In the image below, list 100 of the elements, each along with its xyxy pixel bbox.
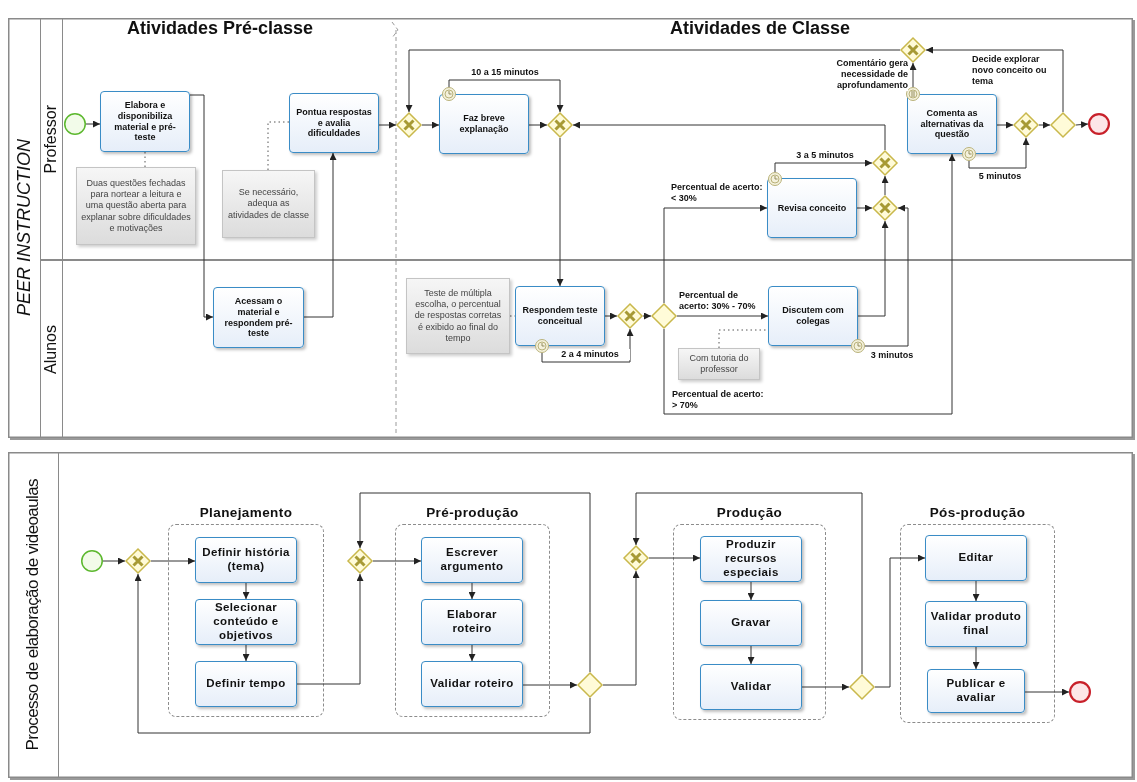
arrow bbox=[541, 328, 634, 363]
task-box: Respondem teste conceitual bbox=[515, 286, 605, 346]
task-box: Selecionar conteúdo e objetivos bbox=[195, 599, 297, 645]
arrow bbox=[150, 557, 196, 565]
task-box: Publicar e avaliar bbox=[927, 669, 1025, 713]
arrow bbox=[189, 94, 214, 321]
exclusive-gateway-diamond bbox=[900, 37, 926, 63]
task-box: Produzir recursos especiais bbox=[700, 536, 802, 582]
exclusive-gateway-diamond bbox=[617, 303, 643, 329]
arrow bbox=[242, 582, 250, 600]
arrow bbox=[85, 120, 101, 128]
arrow bbox=[774, 159, 873, 173]
arrow bbox=[747, 645, 755, 665]
task-box: Definir tempo bbox=[195, 661, 297, 707]
arrow bbox=[448, 79, 564, 113]
task-box: Elaborar roteiro bbox=[421, 599, 523, 645]
arrow bbox=[604, 312, 618, 320]
gateway-diamond bbox=[651, 303, 677, 329]
arrow bbox=[572, 121, 886, 151]
arrow bbox=[356, 492, 591, 673]
group-heading: Pré-produção bbox=[425, 505, 520, 520]
edge-label: Percentual de acerto: < 30% bbox=[671, 182, 763, 204]
exclusive-gateway-diamond bbox=[125, 548, 151, 574]
gateway-diamond bbox=[577, 672, 603, 698]
arrow bbox=[968, 137, 1030, 169]
exclusive-gateway-diamond bbox=[396, 112, 422, 138]
arrow bbox=[972, 580, 980, 602]
arrow bbox=[468, 644, 476, 662]
arrow bbox=[303, 152, 337, 318]
lane-label: Professor bbox=[42, 104, 60, 174]
task-box: Gravar bbox=[700, 600, 802, 646]
gateway-diamond bbox=[849, 674, 875, 700]
arrow bbox=[874, 554, 926, 688]
arrow bbox=[134, 573, 591, 734]
task-box: Acessam o material e respondem pré-teste bbox=[213, 287, 304, 348]
arrow bbox=[556, 137, 564, 287]
arrow bbox=[642, 312, 652, 320]
arrow bbox=[648, 554, 701, 562]
task-box: Comenta as alternativas da questão bbox=[907, 94, 997, 154]
annotation-box: Se necessário, adequa as atividades de classe bbox=[222, 170, 315, 238]
group-frame bbox=[673, 505, 826, 720]
arrow bbox=[747, 581, 755, 601]
arrow bbox=[522, 681, 578, 689]
annotation-box: Teste de múltipla escolha, o percentual de respostas corretas é exibido ao final do tempo bbox=[406, 278, 510, 354]
group-frame bbox=[168, 505, 324, 717]
arrow bbox=[242, 644, 250, 662]
arrow bbox=[864, 204, 909, 347]
leader-line bbox=[144, 151, 146, 168]
task-box: Definir história (tema) bbox=[195, 537, 297, 583]
task-box: Editar bbox=[925, 535, 1027, 581]
arrow bbox=[856, 204, 873, 212]
task-box: Validar bbox=[700, 664, 802, 710]
arrow bbox=[372, 557, 422, 565]
arrow bbox=[405, 49, 901, 113]
arrow bbox=[378, 121, 397, 129]
arrow bbox=[421, 121, 440, 129]
timer-event-circle bbox=[442, 87, 456, 101]
arrow bbox=[663, 204, 768, 304]
end-event-circle bbox=[1088, 113, 1110, 135]
phase-heading: Atividades Pré-classe bbox=[125, 18, 315, 39]
exclusive-gateway-diamond bbox=[872, 150, 898, 176]
annotation-box: Com tutoria do professor bbox=[678, 348, 760, 380]
arrow bbox=[468, 582, 476, 600]
timer-event-circle bbox=[768, 172, 782, 186]
start-event-circle bbox=[64, 113, 86, 135]
conditional-event-circle bbox=[906, 87, 920, 101]
exclusive-gateway-diamond bbox=[623, 545, 649, 571]
arrow bbox=[1075, 121, 1089, 129]
arrow bbox=[857, 220, 889, 317]
leader-line bbox=[267, 121, 290, 171]
arrow bbox=[925, 46, 1064, 113]
arrow bbox=[1038, 121, 1051, 129]
task-box: Validar roteiro bbox=[421, 661, 523, 707]
exclusive-gateway-diamond bbox=[347, 548, 373, 574]
arrow bbox=[663, 153, 956, 415]
gateway-diamond bbox=[1050, 112, 1076, 138]
arrow bbox=[996, 121, 1014, 129]
pool bbox=[8, 18, 1133, 438]
arrow bbox=[528, 121, 548, 129]
exclusive-gateway-diamond bbox=[547, 112, 573, 138]
arrow bbox=[972, 646, 980, 670]
arrow bbox=[1024, 688, 1070, 696]
task-box: Elabora e disponibiliza material e pré-teste bbox=[100, 91, 190, 152]
task-box: Pontua respostas e avalia dificuldades bbox=[289, 93, 379, 153]
exclusive-gateway-diamond bbox=[1013, 112, 1039, 138]
arrow bbox=[801, 683, 850, 691]
pool-label: PEER INSTRUCTION bbox=[13, 139, 35, 317]
start-event-circle bbox=[81, 550, 103, 572]
group-heading: Produção bbox=[715, 505, 784, 520]
group-heading: Pós-produção bbox=[928, 505, 1027, 520]
timer-event-circle bbox=[851, 339, 865, 353]
group-heading: Planejamento bbox=[198, 505, 294, 520]
arrow bbox=[632, 492, 863, 675]
leader-line bbox=[718, 329, 769, 349]
lane-label: Alunos bbox=[42, 324, 60, 374]
task-box: Faz breve explanação bbox=[439, 94, 529, 154]
group-frame bbox=[395, 505, 550, 717]
pool bbox=[8, 452, 1133, 778]
task-box: Escrever argumento bbox=[421, 537, 523, 583]
end-event-circle bbox=[1069, 681, 1091, 703]
